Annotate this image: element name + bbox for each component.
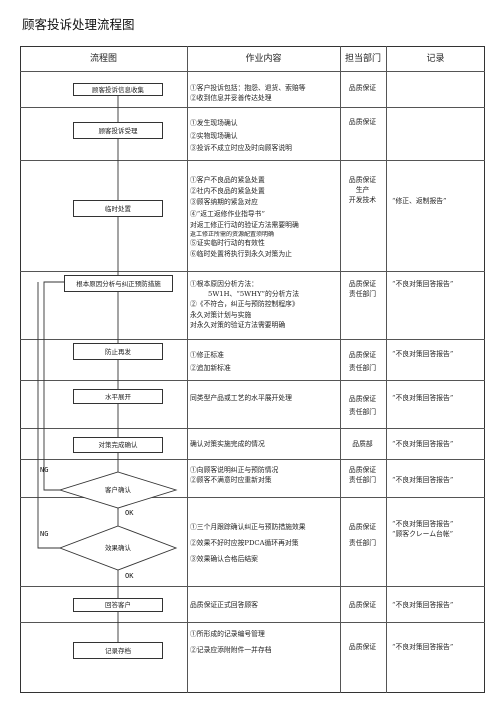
customer-confirm-diamond bbox=[58, 471, 178, 509]
dept-row-2: 品质保证 bbox=[348, 118, 377, 126]
header-content: 作业内容 bbox=[245, 54, 282, 64]
header-dept: 担当部门 bbox=[344, 54, 381, 64]
ng-label: NG bbox=[40, 466, 49, 474]
record-row-6: “不良对策回答报告” bbox=[392, 394, 454, 402]
content-row-6: 同类型产品或工艺的水平展开处理 bbox=[190, 394, 292, 402]
record-row-5: “不良对策回答报告” bbox=[392, 350, 454, 358]
row-divider bbox=[20, 71, 485, 72]
row-divider bbox=[20, 622, 485, 623]
row-divider bbox=[20, 107, 485, 108]
ok-label: OK bbox=[125, 572, 134, 580]
content-row-2: ①发生现场确认 ②实物现场确认 ③投诉不成立时应及时向顾客说明 bbox=[190, 119, 292, 152]
dept-row-9: 品质保证 责任部门 bbox=[348, 523, 377, 547]
box-countermeasure-confirm: 对策完成确认 bbox=[73, 437, 163, 453]
record-row-3: “修正、返制报告” bbox=[392, 197, 447, 205]
row-divider bbox=[20, 271, 485, 272]
dept-row-8: 品质保证 责任部门 bbox=[348, 466, 377, 485]
record-row-4: “不良对策回答报告” bbox=[392, 280, 454, 288]
dept-row-4: 品质保证 责任部门 bbox=[348, 280, 377, 299]
record-row-10: “不良对策回答报告” bbox=[392, 601, 454, 609]
record-row-7: “不良对策回答报告” bbox=[392, 440, 454, 448]
content-row-7: 确认对策实施完成的情况 bbox=[190, 440, 265, 448]
dept-row-11: 品质保证 bbox=[348, 643, 377, 651]
column-divider bbox=[340, 46, 341, 693]
ng-loop-1 bbox=[43, 281, 72, 491]
ng-loop-2 bbox=[37, 282, 60, 549]
row-divider bbox=[20, 459, 485, 460]
dept-row-3: 品质保证 生产 开发技术 bbox=[348, 176, 377, 205]
box-prevent-recurrence: 防止再发 bbox=[73, 343, 163, 360]
record-row-8: “不良对策回答报告” bbox=[392, 476, 454, 484]
content-row-5: ①修正标准 ②追加新标准 bbox=[190, 351, 231, 372]
box-record-archive: 记录存档 bbox=[73, 642, 163, 659]
row-divider bbox=[20, 380, 485, 381]
page-title: 顾客投诉处理流程图 bbox=[22, 17, 135, 32]
dept-row-10: 品质保证 bbox=[348, 601, 377, 609]
dept-row-6: 品质保证 责任部门 bbox=[348, 395, 377, 416]
header-flow: 流程图 bbox=[89, 54, 117, 64]
content-row-11: ①所形成的记录编号管理 ②记录应添附附件一并存档 bbox=[190, 630, 272, 654]
dept-row-7: 品质部 bbox=[352, 440, 373, 448]
row-divider bbox=[20, 497, 485, 498]
box-root-cause-analysis: 根本原因分析与纠正预防措施 bbox=[64, 275, 173, 292]
box-customer-confirm: 客户确认 bbox=[105, 486, 131, 494]
dept-row-1: 品质保证 bbox=[348, 84, 377, 92]
content-row-1: ①客户投诉包括：抱怨、退货、索赔等 ②收到信息并妥善传达处理 bbox=[190, 84, 306, 103]
record-row-9: “不良对策回答报告” “顾客クレーム台帐” bbox=[392, 520, 454, 539]
content-row-9: ①三个月跟踪确认纠正与预防措施效果 ②效果不好时应按PDCA循环再对策 ③效果确… bbox=[190, 523, 306, 563]
column-divider bbox=[187, 46, 188, 693]
box-temporary-disposal: 临时处置 bbox=[73, 200, 163, 217]
ok-label: OK bbox=[125, 509, 134, 517]
column-divider bbox=[386, 46, 387, 693]
box-effect-confirm: 效果确认 bbox=[105, 544, 131, 552]
row-divider bbox=[20, 160, 485, 161]
content-row-10: 品质保证正式回答顾客 bbox=[190, 601, 258, 609]
box-complaint-collection: 顾客投诉信息收集 bbox=[73, 83, 163, 96]
header-record: 记录 bbox=[426, 54, 445, 64]
content-row-3: ①客户不良品的紧急处置 ②社内不良品的紧急处置 ③顾客纳期的紧急对应 ④“返工返… bbox=[190, 176, 299, 259]
dept-row-5: 品质保证 责任部门 bbox=[348, 351, 377, 372]
record-row-11: “不良对策回答报告” bbox=[392, 643, 454, 651]
row-divider bbox=[20, 586, 485, 587]
row-divider bbox=[20, 339, 485, 340]
process-table bbox=[20, 46, 485, 693]
content-row-8: ①向顾客说明纠正与预防情况 ②顾客不满意时应重新对策 bbox=[190, 466, 279, 485]
effect-confirm-diamond bbox=[58, 525, 178, 571]
row-divider bbox=[20, 428, 485, 429]
box-horizontal-deployment: 水平展开 bbox=[73, 389, 163, 404]
ng-label: NG bbox=[40, 530, 49, 538]
box-complaint-acceptance: 顾客投诉受理 bbox=[73, 122, 163, 139]
content-row-4: ①根本原因分析方法： 5W1H、“5WHY”的分析方法 ②《不符合，纠正与预防控… bbox=[190, 280, 300, 329]
box-reply-customer: 回答客户 bbox=[73, 598, 163, 612]
